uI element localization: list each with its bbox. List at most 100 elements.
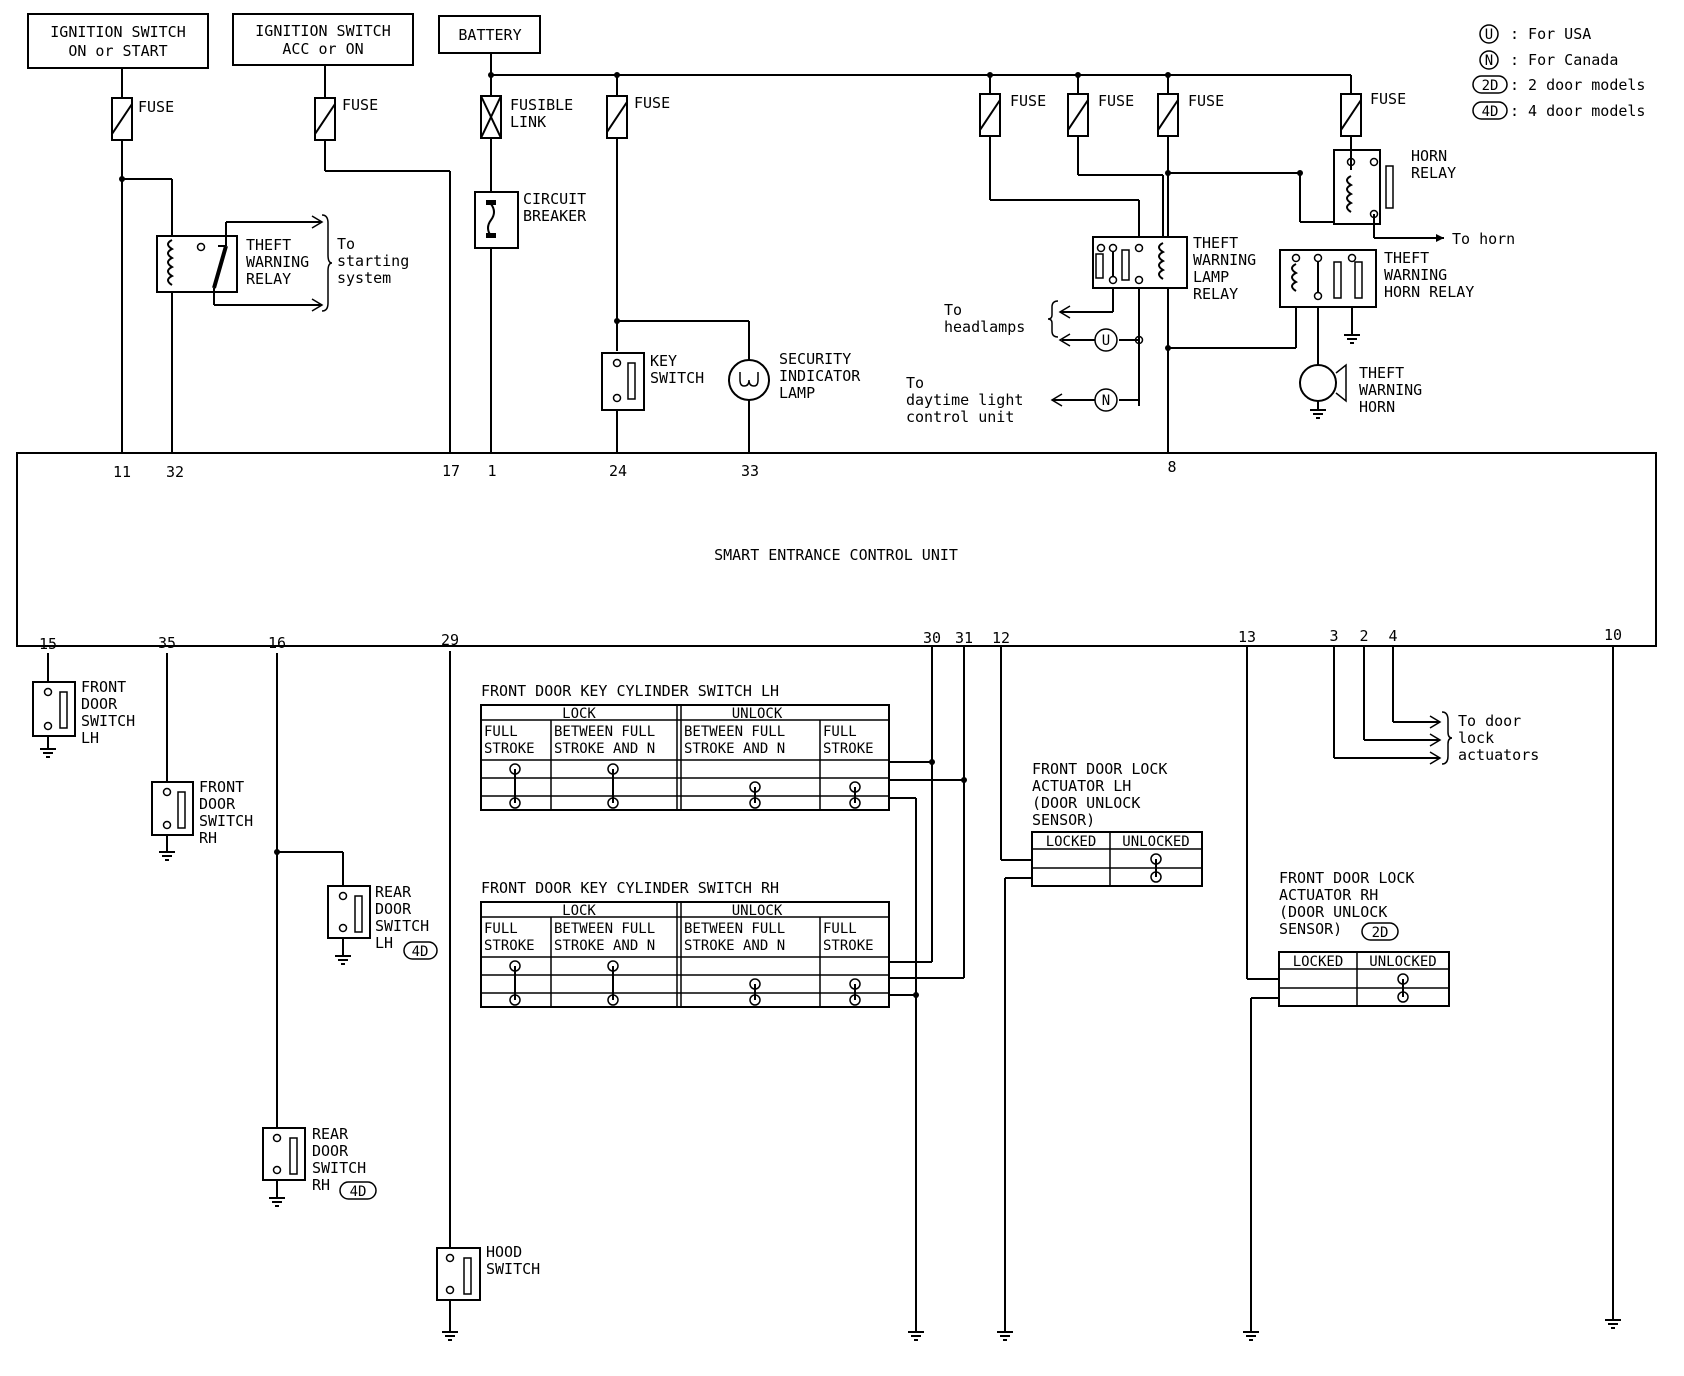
svg-text:RH: RH (199, 829, 217, 847)
svg-text:RH: RH (312, 1176, 330, 1194)
svg-text:THEFT: THEFT (246, 236, 291, 254)
pin-15: 15 (39, 635, 57, 653)
table-col-header: STROKE (823, 741, 874, 757)
legend-usa: U : For USA (1479, 24, 1591, 44)
pin-24: 24 (609, 462, 627, 480)
contact-mark (509, 960, 521, 1006)
svg-text:system: system (337, 269, 391, 287)
svg-text:INDICATOR: INDICATOR (779, 367, 861, 385)
svg-text:2D: 2D (1482, 78, 1499, 94)
svg-text:(DOOR UNLOCK: (DOOR UNLOCK (1279, 903, 1387, 921)
fuse-lamp-relay-1: FUSE (979, 92, 1046, 137)
svg-text:FRONT DOOR LOCK: FRONT DOOR LOCK (1032, 760, 1167, 778)
svg-text:FUSE: FUSE (1188, 92, 1224, 110)
table-col-header: BETWEEN FULL (684, 921, 785, 937)
theft-warning-horn: THEFT WARNING HORN (1299, 363, 1422, 419)
svg-text:actuators: actuators (1458, 746, 1539, 764)
fuse-pin-8: FUSE (1157, 92, 1224, 137)
svg-text:HORN: HORN (1411, 147, 1447, 165)
contact-mark (749, 781, 761, 809)
pin-10: 10 (1604, 626, 1622, 644)
svg-text:To: To (906, 374, 924, 392)
contact-mark (849, 781, 861, 809)
ground-symbols (40, 736, 1621, 1341)
table-col-header: FULL (823, 724, 857, 740)
sensor-table-lh: LOCKED UNLOCKED (1031, 831, 1203, 887)
svg-text:FRONT DOOR KEY CYLINDER SWITCH: FRONT DOOR KEY CYLINDER SWITCH LH (481, 682, 779, 700)
svg-text:KEY: KEY (650, 352, 677, 370)
table-col-header: STROKE AND N (684, 938, 785, 954)
svg-text:WARNING: WARNING (1384, 266, 1447, 284)
fuse-ign-acc: FUSE (314, 96, 378, 141)
key-switch: KEY SWITCH (601, 352, 704, 411)
sensor-col-unlocked: UNLOCKED (1122, 834, 1189, 850)
contact-mark (1150, 853, 1162, 883)
bottom-wiring: To door lock actuators (47, 646, 1614, 1332)
svg-text:DOOR: DOOR (81, 695, 118, 713)
svg-text:WARNING: WARNING (1359, 381, 1422, 399)
pin-29: 29 (441, 631, 459, 649)
svg-text:: For USA: : For USA (1510, 25, 1591, 43)
fuse-lamp-relay-2: FUSE (1067, 92, 1134, 137)
table-col-header: STROKE AND N (554, 741, 655, 757)
hood-switch: HOOD SWITCH (436, 1243, 540, 1301)
table-group-unlock: UNLOCK (732, 903, 783, 919)
svg-text:ACTUATOR RH: ACTUATOR RH (1279, 886, 1378, 904)
pin-11: 11 (113, 463, 131, 481)
svg-text:SWITCH: SWITCH (486, 1260, 540, 1278)
table-col-header: FULL (484, 724, 518, 740)
contact-mark (607, 763, 619, 809)
svg-text:SENSOR): SENSOR) (1279, 920, 1342, 938)
svg-text:FUSE: FUSE (1370, 90, 1406, 108)
pin-2: 2 (1359, 627, 1368, 645)
svg-text:WARNING: WARNING (1193, 251, 1256, 269)
svg-text:SWITCH: SWITCH (650, 369, 704, 387)
svg-text:FRONT DOOR LOCK: FRONT DOOR LOCK (1279, 869, 1414, 887)
svg-text:LH: LH (375, 934, 393, 952)
svg-text:4D: 4D (350, 1184, 367, 1200)
table-group-lock: LOCK (562, 706, 596, 722)
table-col-header: BETWEEN FULL (554, 724, 655, 740)
svg-text:To: To (337, 235, 355, 253)
svg-text:THEFT: THEFT (1384, 249, 1429, 267)
svg-text:SWITCH: SWITCH (199, 812, 253, 830)
contact-mark (509, 763, 521, 809)
svg-text:(DOOR UNLOCK: (DOOR UNLOCK (1032, 794, 1140, 812)
svg-text:SWITCH: SWITCH (81, 712, 135, 730)
pin-35: 35 (158, 634, 176, 652)
svg-text:HORN RELAY: HORN RELAY (1384, 283, 1474, 301)
fuse-ign-on: FUSE (111, 97, 174, 141)
fuse-key-switch: FUSE (606, 94, 670, 139)
svg-text:REAR: REAR (375, 883, 412, 901)
svg-text:control unit: control unit (906, 408, 1014, 426)
front-door-switch-lh: FRONT DOOR SWITCH LH (32, 678, 135, 747)
sensor-col-locked: LOCKED (1046, 834, 1097, 850)
svg-text:N: N (1102, 393, 1110, 409)
svg-text:DOOR: DOOR (375, 900, 412, 918)
pin-16: 16 (268, 634, 286, 652)
ignition-switch-on-start: IGNITION SWITCH ON or START (27, 13, 209, 69)
svg-text:DOOR: DOOR (199, 795, 236, 813)
svg-text:2D: 2D (1372, 925, 1389, 941)
svg-text:LINK: LINK (510, 113, 546, 131)
pin-8: 8 (1167, 458, 1176, 476)
pin-32: 32 (166, 463, 184, 481)
svg-text:REAR: REAR (312, 1125, 349, 1143)
table-col-header: STROKE AND N (684, 741, 785, 757)
svg-text:LH: LH (81, 729, 99, 747)
pin-12: 12 (992, 629, 1010, 647)
svg-text:FUSIBLE: FUSIBLE (510, 96, 573, 114)
fuse-horn-relay: FUSE (1340, 90, 1406, 137)
svg-text:THEFT: THEFT (1359, 364, 1404, 382)
svg-text:To: To (944, 301, 962, 319)
legend: U : For USA N : For Canada 2D : 2 door m… (1472, 24, 1645, 120)
pin-30: 30 (923, 629, 941, 647)
svg-text:HORN: HORN (1359, 398, 1395, 416)
svg-text:FRONT: FRONT (199, 778, 244, 796)
legend-canada: N : For Canada (1479, 50, 1618, 70)
svg-text:THEFT: THEFT (1193, 234, 1238, 252)
svg-text:RELAY: RELAY (1193, 285, 1238, 303)
